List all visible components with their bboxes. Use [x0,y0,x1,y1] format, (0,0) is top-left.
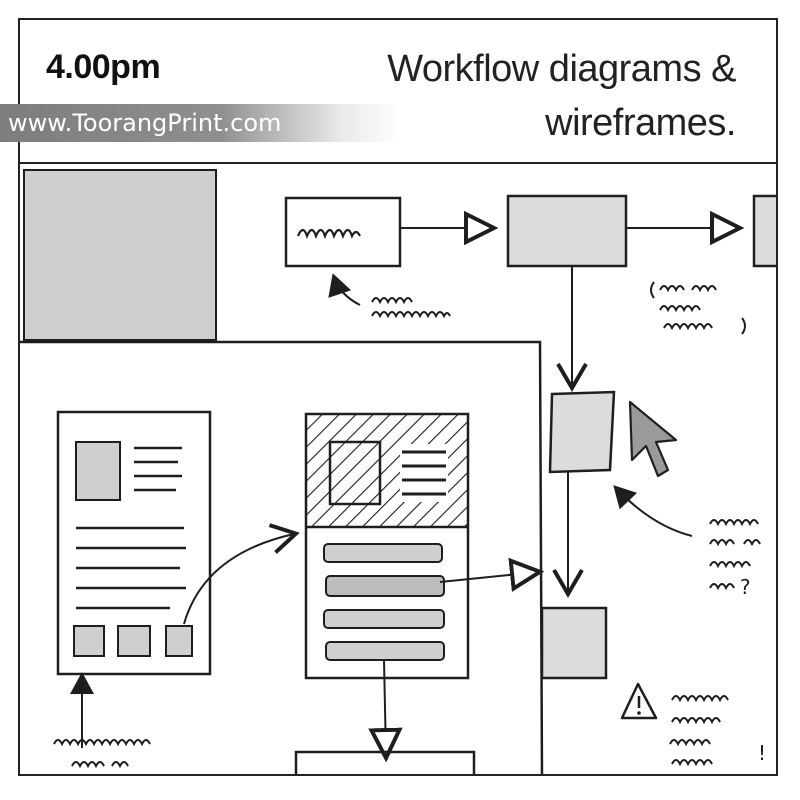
grey-panel [20,169,544,774]
wireframe-arrow-1 [183,523,300,625]
scribble-note-4 [53,739,151,769]
flow-box-grey-3 [548,390,616,474]
wireframe-page-1 [56,410,212,676]
wireframe-arrow-3 [368,659,403,763]
wireframe-arrow-2 [439,557,545,592]
title-line-2: wireframes. [545,102,736,144]
note-question-mark: ? [740,575,751,599]
scribble-note-1 [371,297,451,319]
note-exclamation: ! [758,741,766,765]
cursor-icon [628,400,678,478]
note-arrow-1 [328,273,361,306]
flow-box-start [284,196,402,268]
time-label: 4.00pm [46,48,161,86]
warning-icon [620,682,658,720]
title-line-1: Workflow diagrams & [387,48,736,90]
watermark-text: www.ToorangPrint.com [8,109,282,137]
scribble-note-3 [709,519,761,591]
flow-box-grey-1 [506,194,628,268]
sketch-frame: ? ! 4.00pm Workflow diagrams & wireframe… [18,18,778,776]
wireframe-page-3-top [294,750,476,774]
scribble-note-5 [669,695,729,767]
sketch-canvas: ? ! [20,169,776,774]
scribble-note-2 [650,281,746,335]
header-bar: 4.00pm Workflow diagrams & wireframes. [20,20,776,164]
note-arrow-2 [613,485,693,537]
page-title: Workflow diagrams & wireframes. [316,42,736,150]
wireframe-page-2 [304,412,470,680]
flow-box-grey-4 [540,606,608,680]
watermark-banner: www.ToorangPrint.com [0,104,400,142]
flow-box-grey-2 [752,194,776,268]
